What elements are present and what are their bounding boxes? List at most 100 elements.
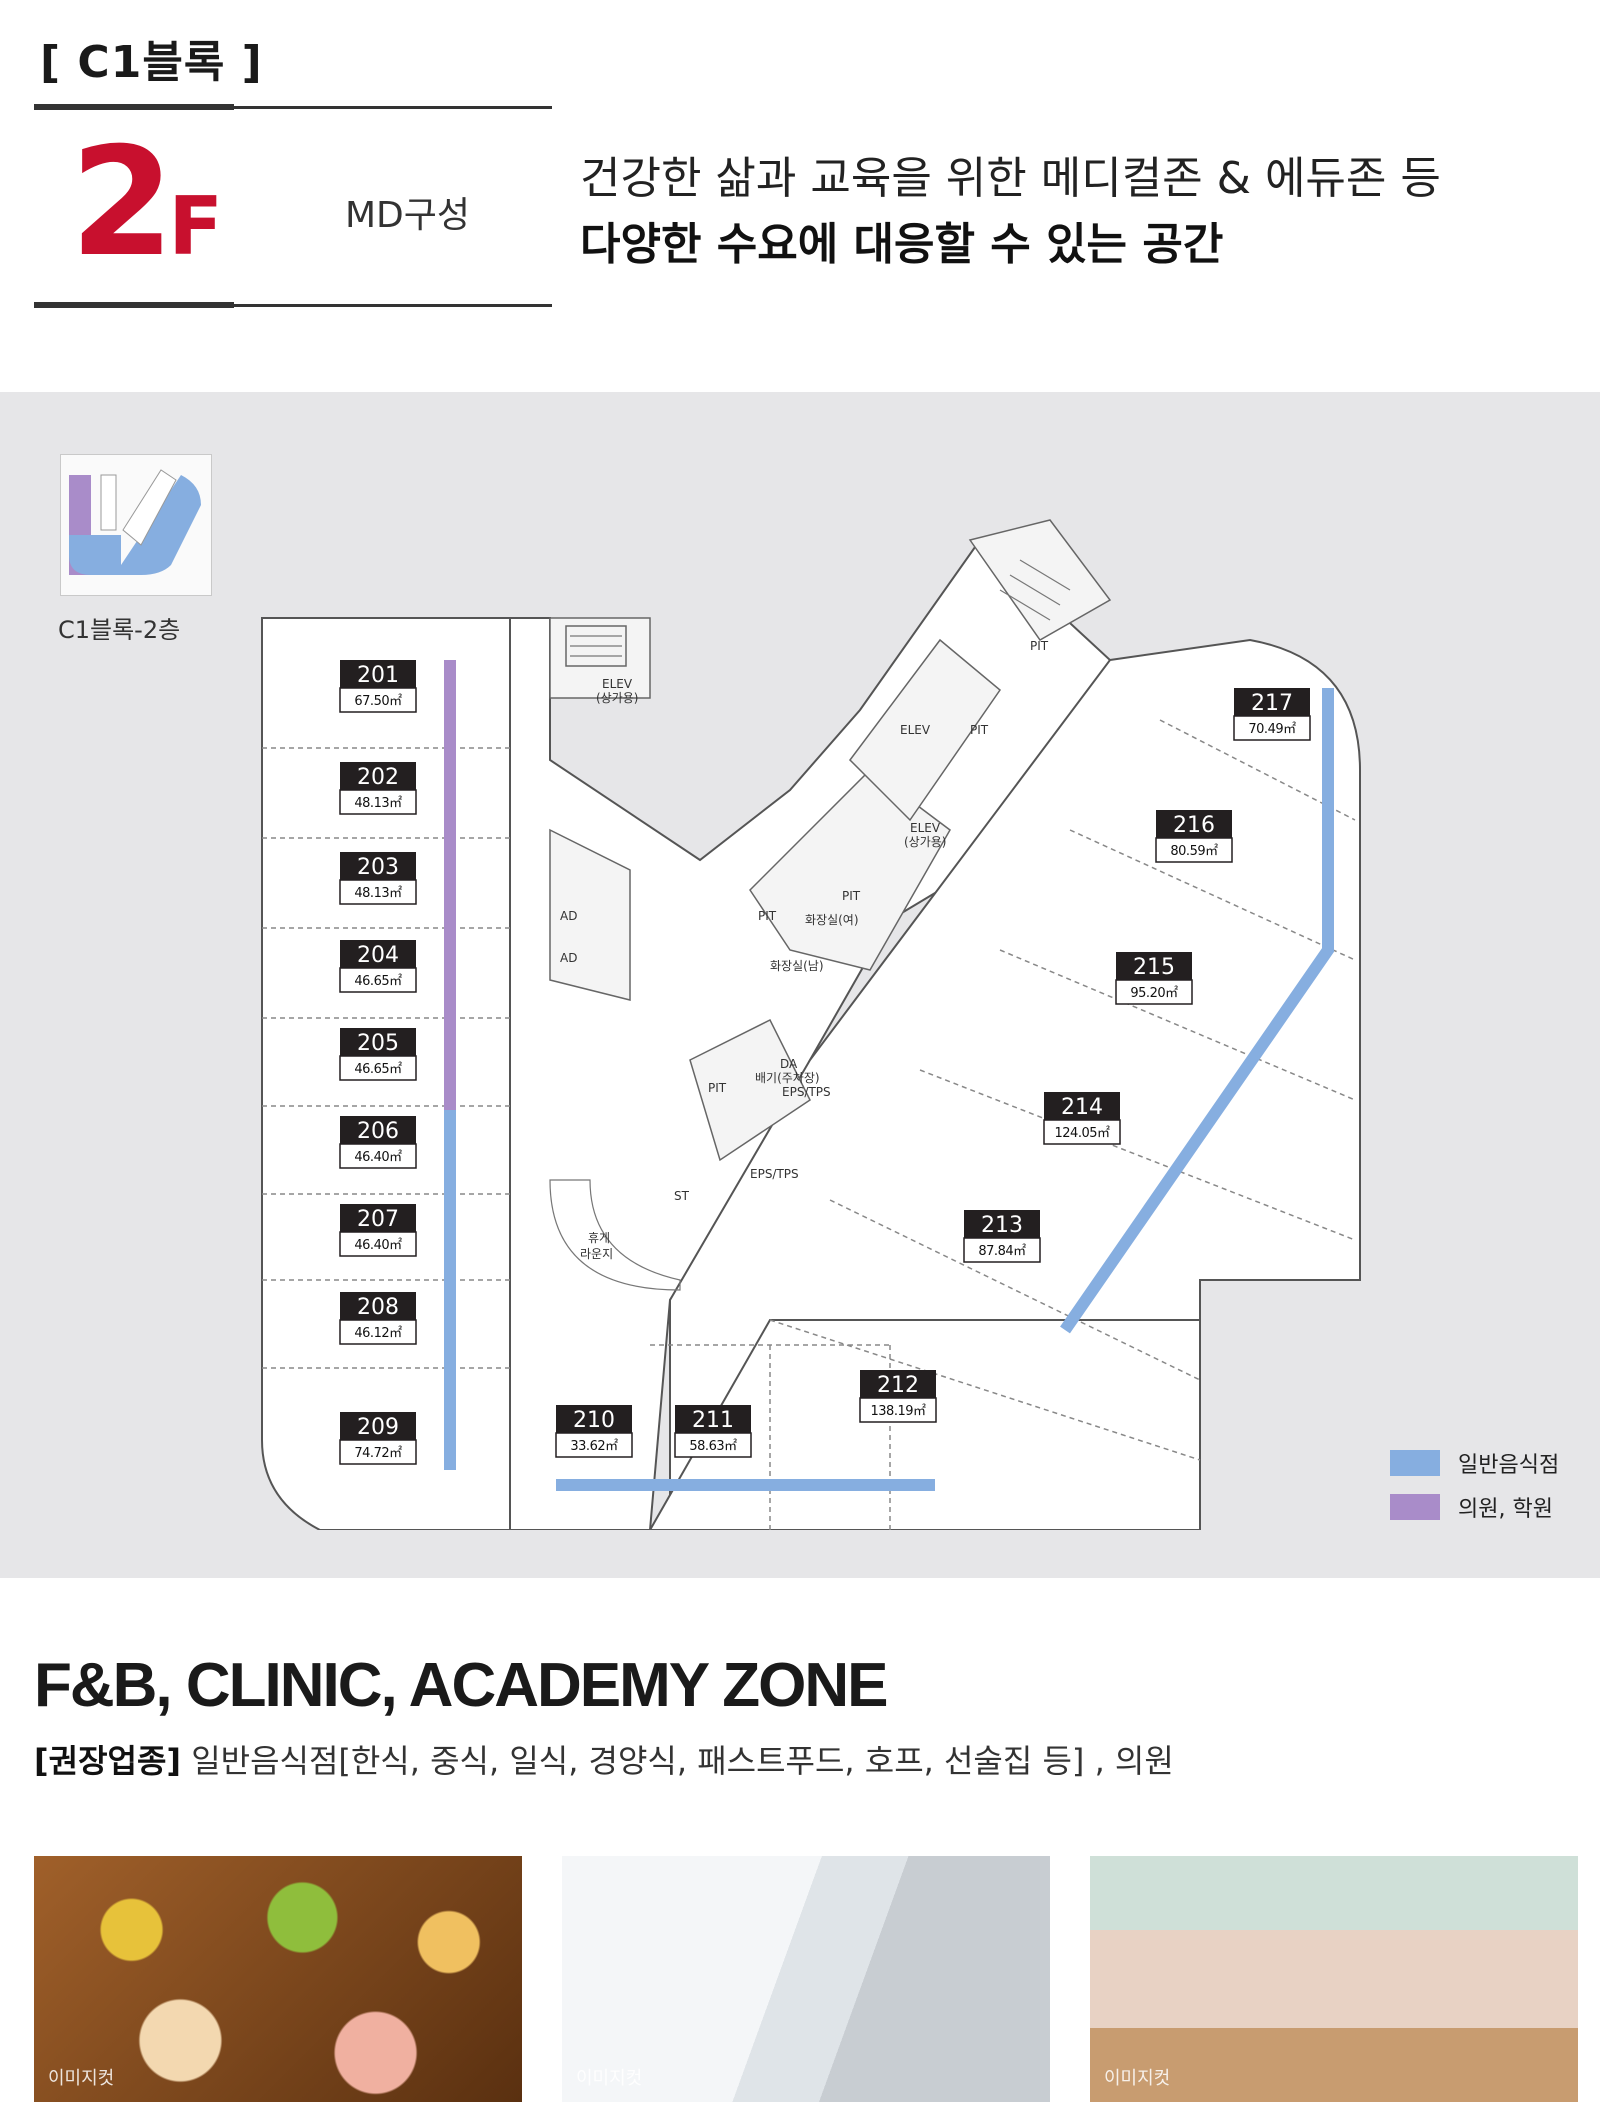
legend-item-restaurant: 일반음식점 xyxy=(1390,1448,1559,1478)
unit-area: 46.65㎡ xyxy=(354,1062,402,1077)
unit-number: 201 xyxy=(357,663,399,688)
unit-area: 48.13㎡ xyxy=(354,796,402,811)
photo-clinic: 이미지컷 xyxy=(562,1856,1050,2102)
unit-number-bg xyxy=(340,1292,416,1320)
unit-number: 204 xyxy=(357,943,399,968)
legend-label-clinic: 의원, 학원 xyxy=(1458,1497,1553,1522)
unit-area-bg xyxy=(1155,837,1233,863)
ad-label-1: AD xyxy=(560,909,577,923)
unit-area-bg xyxy=(1233,715,1311,741)
unit-number-bg xyxy=(556,1405,632,1433)
photo-clinic-caption: 이미지컷 xyxy=(576,2068,643,2089)
unit-area: 80.59㎡ xyxy=(1170,844,1218,859)
lounge-outline xyxy=(549,1179,681,1291)
block-locator-caption: C1블록-2층 xyxy=(58,616,181,644)
pit-label-3: PIT xyxy=(970,723,989,737)
headline-line1: 건강한 삶과 교육을 위한 메디컬존 & 에듀존 등 xyxy=(580,153,1441,204)
elev-label-2: ELEV xyxy=(900,723,931,737)
floor-unit: F xyxy=(168,180,224,273)
unit-number-bg xyxy=(860,1370,936,1398)
unit-number-bg xyxy=(340,940,416,968)
photo-academy-caption: 이미지컷 xyxy=(1104,2068,1171,2089)
unit-area-bg xyxy=(339,1319,417,1345)
unit-number: 209 xyxy=(357,1415,399,1440)
unit-area-bg xyxy=(339,1439,417,1465)
unit-area-bg xyxy=(339,1143,417,1169)
st-label: ST xyxy=(674,1189,690,1203)
unit-number: 208 xyxy=(357,1295,399,1320)
da-label: DA xyxy=(780,1057,798,1071)
eps-label-2: EPS/TPS xyxy=(750,1167,799,1181)
unit-number-bg xyxy=(675,1405,751,1433)
unit-area: 124.05㎡ xyxy=(1055,1126,1110,1141)
unit-area-bg xyxy=(339,879,417,905)
photo-academy: 이미지컷 xyxy=(1090,1856,1578,2102)
unit-area-bg xyxy=(859,1397,937,1423)
unit-number-bg xyxy=(340,762,416,790)
legend-label-restaurant: 일반음식점 xyxy=(1458,1453,1560,1478)
unit-number: 207 xyxy=(357,1207,399,1232)
unit-number: 206 xyxy=(357,1119,399,1144)
elev-label-3b: (상가용) xyxy=(904,835,946,849)
ad-label-2: AD xyxy=(560,951,577,965)
block-locator-map xyxy=(60,454,212,596)
unit-number: 214 xyxy=(1061,1095,1103,1120)
elev-label-1b: (상가용) xyxy=(596,691,638,705)
floor-indicator: 2F xyxy=(70,128,223,278)
core-eps xyxy=(689,1018,811,1162)
unit-201: 201 67.50㎡ xyxy=(339,660,417,713)
zone-title: F&B, CLINIC, ACADEMY ZONE xyxy=(34,1651,888,1720)
unit-number-bg xyxy=(340,660,416,688)
unit-area: 70.49㎡ xyxy=(1248,722,1296,737)
legend-swatch-restaurant xyxy=(1390,1450,1440,1476)
lounge-label-1: 휴게 xyxy=(588,1231,610,1245)
unit-214: 214 124.05㎡ xyxy=(1043,1092,1121,1145)
unit-area-bg xyxy=(555,1432,633,1458)
unit-area: 95.20㎡ xyxy=(1130,986,1178,1001)
toilet-m-label: 화장실(남) xyxy=(770,959,824,973)
unit-area-bg xyxy=(1115,979,1193,1005)
unit-number: 217 xyxy=(1251,691,1293,716)
unit-number: 205 xyxy=(357,1031,399,1056)
unit-area-bg xyxy=(339,1231,417,1257)
headline: 건강한 삶과 교육을 위한 메디컬존 & 에듀존 등 다양한 수요에 대응할 수… xyxy=(580,146,1441,278)
legend-swatch-clinic xyxy=(1390,1494,1440,1520)
floor-plan: .wall { fill: #ffffff; stroke: #555; str… xyxy=(261,519,1361,1530)
unit-number: 213 xyxy=(981,1213,1023,1238)
toilet-f-label: 화장실(여) xyxy=(805,913,859,927)
pit-label-1: PIT xyxy=(758,909,777,923)
core-middle xyxy=(549,828,631,1001)
unit-number: 211 xyxy=(692,1408,734,1433)
unit-number-bg xyxy=(340,1412,416,1440)
legend-item-clinic: 의원, 학원 xyxy=(1390,1492,1559,1522)
exhaust-label: 배기(주차장) xyxy=(755,1071,820,1085)
unit-217: 217 70.49㎡ xyxy=(1233,688,1311,741)
header-rule-bottom xyxy=(34,302,552,308)
unit-number-bg xyxy=(1116,952,1192,980)
recommend-text: 일반음식점[한식, 중식, 일식, 경양식, 패스트푸드, 호프, 선술집 등]… xyxy=(181,1742,1174,1780)
unit-205: 205 46.65㎡ xyxy=(339,1028,417,1081)
unit-number-bg xyxy=(964,1210,1040,1238)
unit-area: 46.40㎡ xyxy=(354,1150,402,1165)
unit-area: 138.19㎡ xyxy=(871,1404,926,1419)
pit-label-5: PIT xyxy=(708,1081,727,1095)
header-rule-top xyxy=(34,104,552,110)
recommend-tag: [권장업종] xyxy=(34,1742,182,1780)
unit-area-bg xyxy=(963,1237,1041,1263)
lounge-label-2: 라운지 xyxy=(580,1247,613,1261)
unit-number-bg xyxy=(1156,810,1232,838)
unit-area-bg xyxy=(1043,1119,1121,1145)
core-toilets xyxy=(749,769,951,971)
headline-line2: 다양한 수요에 대응할 수 있는 공간 xyxy=(580,219,1224,270)
unit-number-bg xyxy=(340,1028,416,1056)
unit-area: 67.50㎡ xyxy=(354,694,402,709)
block-label: [ C1블록 ] xyxy=(40,37,263,88)
